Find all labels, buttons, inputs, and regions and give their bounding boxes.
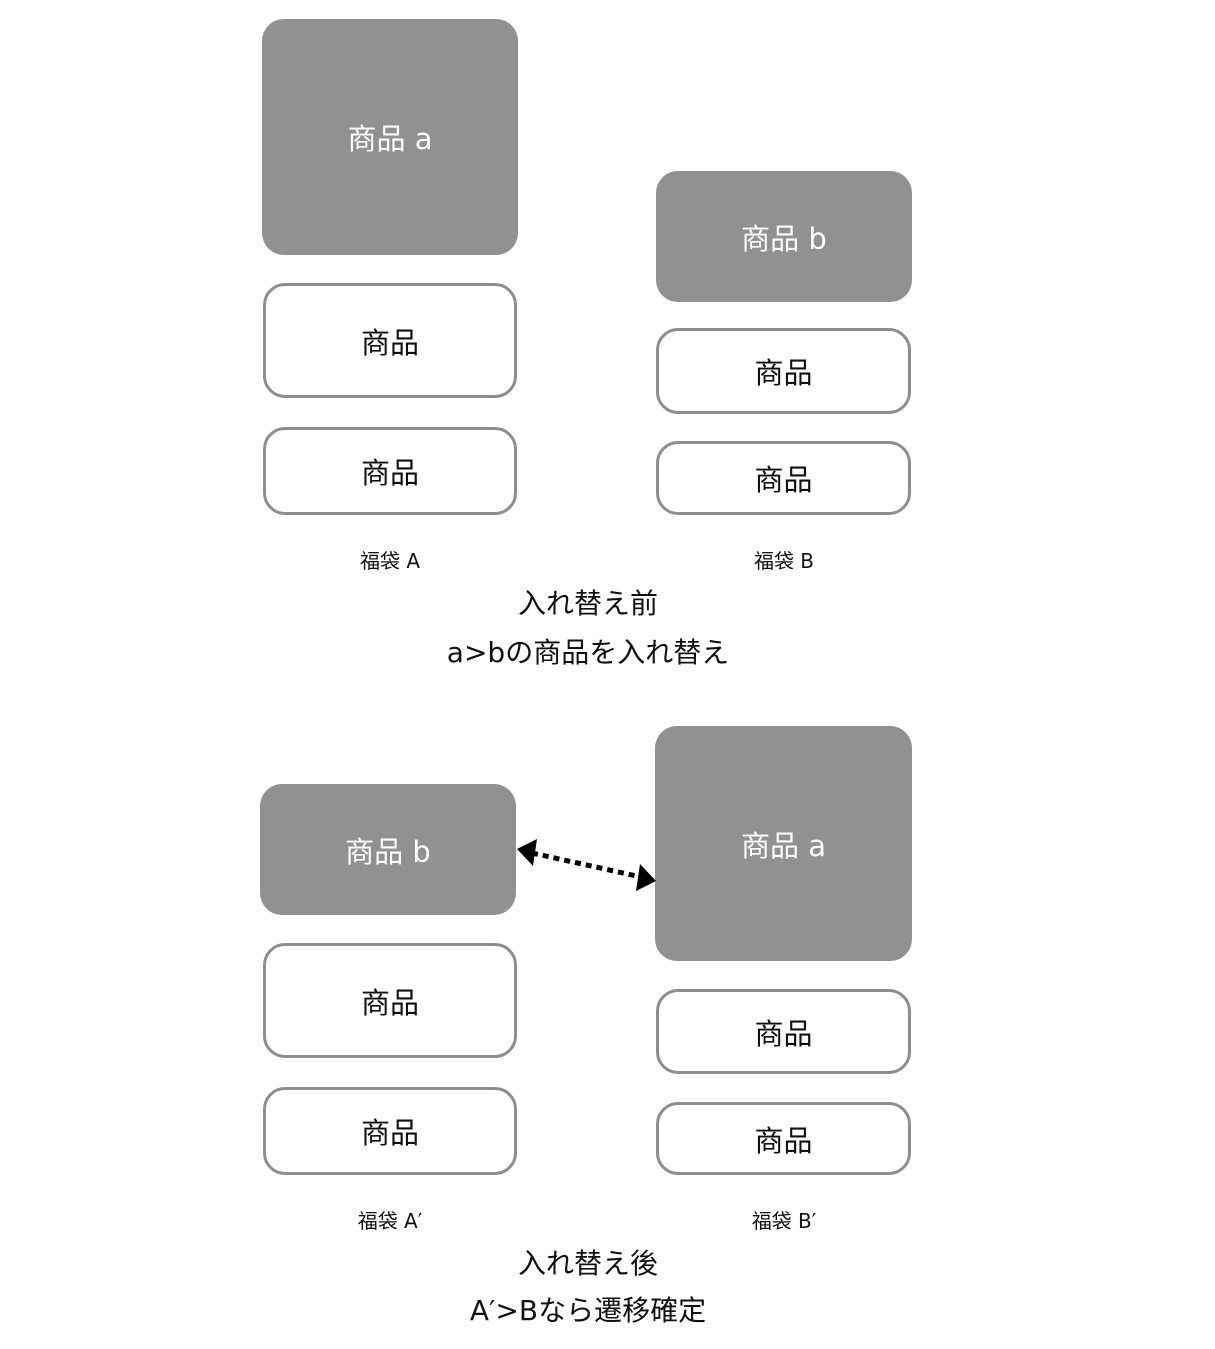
after-bag-b-label: 福袋 B′ — [751, 1209, 817, 1233]
before-bag-b-item: 商品 — [656, 328, 911, 414]
after-bag-a-item: 商品 — [263, 943, 517, 1058]
after-bag-b-item: 商品 — [656, 989, 911, 1074]
before-caption-title: 入れ替え前 — [517, 587, 658, 620]
before-caption-desc: a>bの商品を入れ替え — [446, 636, 730, 669]
before-bag-a-item: 商品 — [263, 427, 517, 515]
after-bag-b-item: 商品 — [656, 1102, 911, 1175]
before-bag-a-item-a: 商品 a — [262, 19, 518, 255]
after-bag-a-label: 福袋 A′ — [357, 1209, 423, 1233]
after-bag-b-item-a: 商品 a — [655, 726, 912, 961]
before-bag-a-item: 商品 — [263, 283, 517, 398]
after-bag-a-item: 商品 — [263, 1087, 517, 1175]
after-caption-desc: A′>Bなら遷移確定 — [469, 1294, 707, 1327]
after-caption-title: 入れ替え後 — [517, 1247, 658, 1280]
after-bag-a-item-b: 商品 b — [260, 784, 516, 915]
before-bag-b-item-b: 商品 b — [656, 171, 912, 302]
before-bag-a-label: 福袋 A — [359, 549, 421, 573]
before-bag-b-label: 福袋 B — [753, 549, 815, 573]
before-bag-b-item: 商品 — [656, 441, 911, 515]
